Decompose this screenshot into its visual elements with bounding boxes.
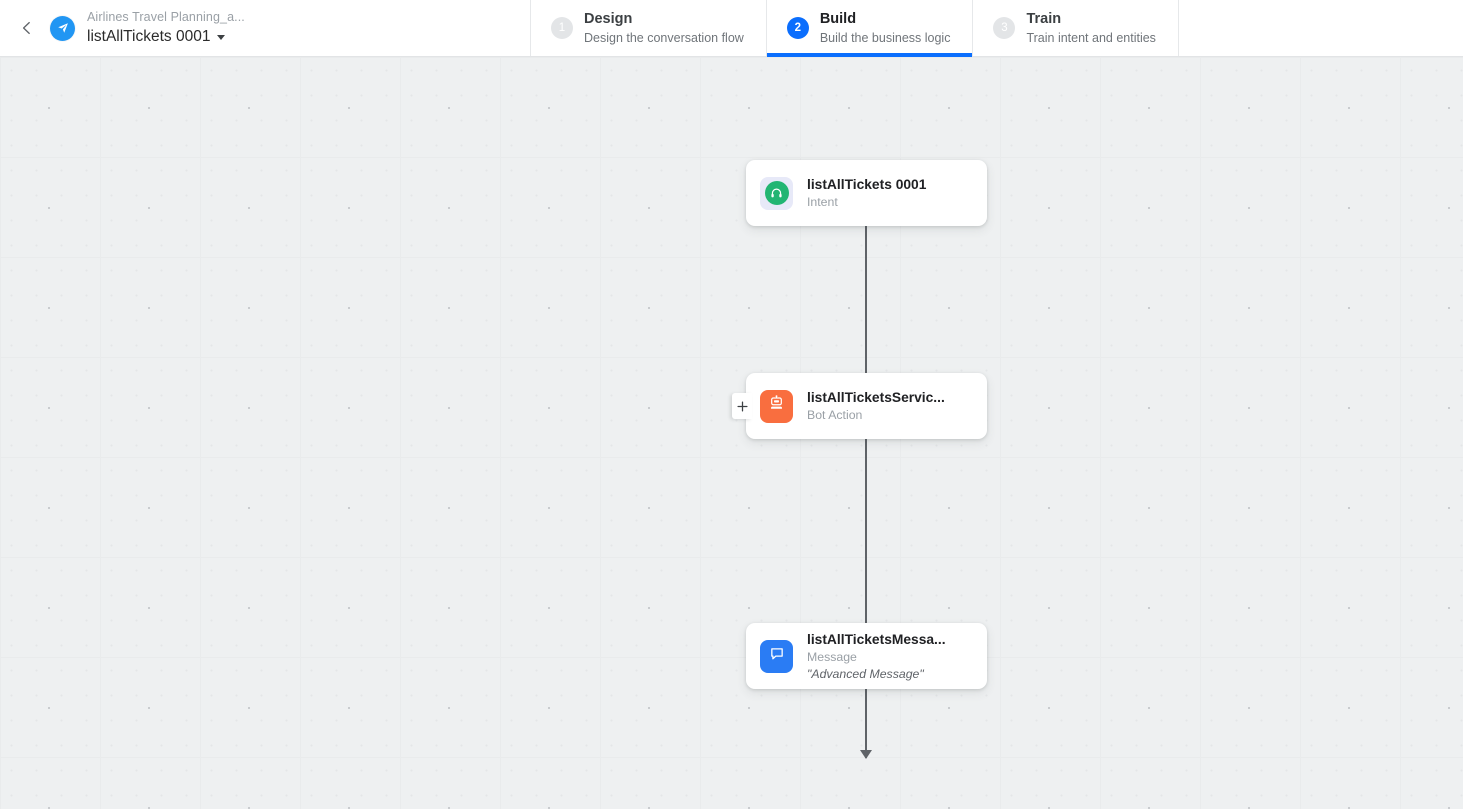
node-message[interactable]: listAllTicketsMessa... Message "Advanced…: [746, 623, 987, 689]
tab-train[interactable]: 3 Train Train intent and entities: [973, 0, 1179, 56]
chevron-down-icon: [217, 35, 226, 40]
paper-plane-icon: [56, 21, 70, 35]
node-extra-label: "Advanced Message": [807, 666, 924, 681]
app-avatar: [50, 15, 75, 41]
step-desc-design: Design the conversation flow: [584, 30, 744, 45]
step-desc-train: Train intent and entities: [1026, 30, 1156, 45]
top-header: Airlines Travel Planning_a... listAllTic…: [0, 0, 1463, 57]
step-name-train: Train: [1026, 10, 1062, 27]
connector-2: [865, 431, 867, 672]
brand-zone: Airlines Travel Planning_a... listAllTic…: [0, 0, 531, 56]
node-intent[interactable]: listAllTickets 0001 Intent: [746, 160, 987, 226]
chevron-left-icon: [19, 20, 35, 36]
chat-bubble-icon: [769, 646, 785, 667]
step-badge-1: 1: [551, 17, 573, 39]
step-name-design: Design: [584, 10, 633, 27]
flow-canvas[interactable]: listAllTickets 0001 Intent: [0, 57, 1463, 809]
tab-build[interactable]: 2 Build Build the business logic: [766, 0, 974, 57]
breadcrumb: Airlines Travel Planning_a...: [87, 10, 245, 24]
node-bot-action-icon-tile: [760, 389, 793, 423]
wizard-steps: 1 Design Design the conversation flow 2 …: [531, 0, 1179, 57]
step-badge-2: 2: [786, 17, 809, 39]
connector-3-arrowhead: [860, 750, 872, 759]
connector-1: [865, 221, 867, 418]
step-desc-build: Build the business logic: [819, 30, 951, 45]
headset-icon: [764, 181, 789, 205]
connector-3: [865, 682, 867, 758]
node-subtitle: Intent: [807, 195, 838, 209]
node-intent-icon-tile: [760, 176, 793, 210]
step-name-build: Build: [819, 10, 857, 27]
robot-icon: [768, 395, 785, 417]
node-title: listAllTickets 0001: [807, 177, 927, 192]
node-bot-action[interactable]: listAllTicketsServic... Bot Action: [732, 373, 987, 439]
flow-title-dropdown[interactable]: listAllTickets 0001: [87, 27, 245, 46]
plus-icon: [736, 400, 748, 412]
node-message-icon-tile: [760, 639, 793, 673]
node-title: listAllTicketsServic...: [807, 390, 945, 405]
page-title: listAllTickets 0001: [87, 28, 211, 45]
node-title: listAllTicketsMessa...: [807, 631, 946, 647]
node-subtitle: Message: [807, 649, 857, 664]
add-node-button[interactable]: [732, 393, 752, 419]
node-subtitle: Bot Action: [807, 408, 863, 422]
tab-design[interactable]: 1 Design Design the conversation flow: [531, 0, 767, 56]
back-button[interactable]: [12, 13, 42, 43]
step-badge-3: 3: [993, 17, 1016, 39]
flow-title-block: Airlines Travel Planning_a... listAllTic…: [87, 10, 245, 46]
